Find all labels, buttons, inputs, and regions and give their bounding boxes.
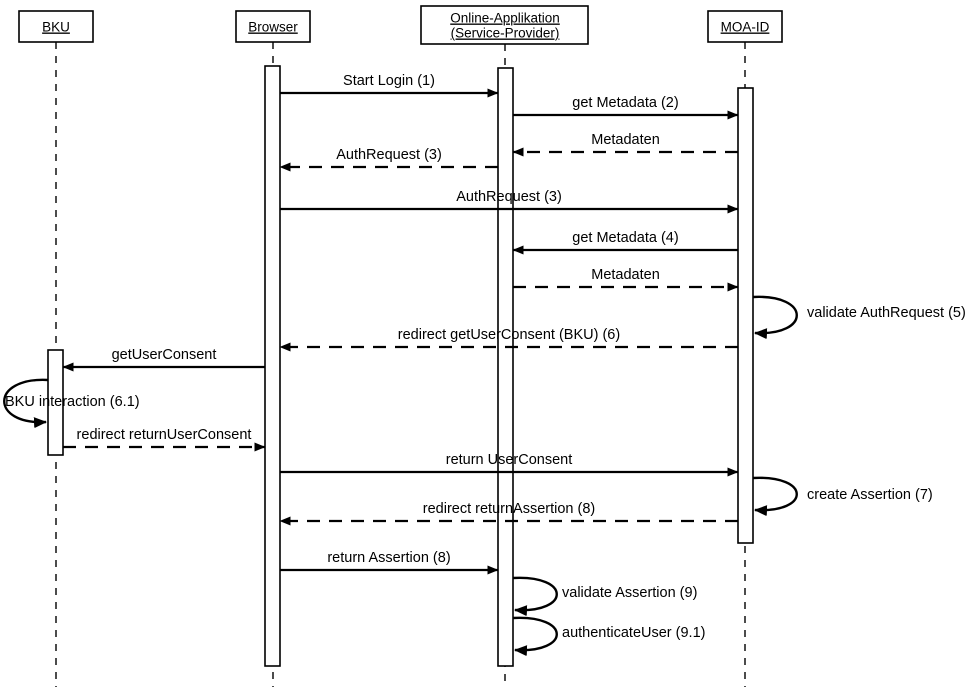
activation-bar-online-applikation-0[interactable] bbox=[497, 67, 514, 667]
self-message-arc-s3 bbox=[752, 476, 798, 517]
messages-layer: Start Login (1) get Metadata (2) Metadaten… bbox=[62, 73, 739, 575]
message-label-m9: getUserConsent bbox=[112, 347, 217, 363]
message-m8[interactable]: redirect getUserConsent (BKU) (6) bbox=[279, 327, 738, 352]
self-message-s3[interactable]: create Assertion (7) bbox=[752, 476, 933, 517]
message-label-m6: get Metadata (4) bbox=[572, 230, 678, 246]
lifeline-online-applikation[interactable]: Online-Applikation(Service-Provider) bbox=[420, 5, 589, 687]
self-message-arc-s4 bbox=[512, 576, 558, 617]
activation-bar-bku-0[interactable] bbox=[47, 349, 64, 456]
message-label-m3: Metadaten bbox=[591, 132, 660, 148]
message-label-m12: redirect returnAssertion (8) bbox=[423, 501, 595, 517]
message-m3[interactable]: Metadaten bbox=[512, 132, 738, 157]
lifeline-header-box-online-applikation[interactable] bbox=[420, 5, 589, 45]
message-label-m4: AuthRequest (3) bbox=[336, 147, 442, 163]
message-m1[interactable]: Start Login (1) bbox=[280, 73, 499, 98]
lifeline-header-box-bku[interactable] bbox=[18, 10, 94, 43]
message-label-m10: redirect returnUserConsent bbox=[77, 427, 252, 443]
self-message-label-s4: validate Assertion (9) bbox=[562, 585, 697, 601]
message-label-m8: redirect getUserConsent (BKU) (6) bbox=[398, 327, 620, 343]
message-m6[interactable]: get Metadata (4) bbox=[512, 230, 738, 255]
self-message-label-s3: create Assertion (7) bbox=[807, 487, 933, 503]
self-message-s1[interactable]: validate AuthRequest (5) bbox=[752, 295, 966, 340]
self-message-s5[interactable]: authenticateUser (9.1) bbox=[512, 616, 705, 657]
self-message-arc-s2 bbox=[3, 378, 49, 429]
message-m13[interactable]: return Assertion (8) bbox=[280, 550, 499, 575]
self-message-label-s5: authenticateUser (9.1) bbox=[562, 625, 705, 641]
self-message-s4[interactable]: validate Assertion (9) bbox=[512, 576, 697, 617]
lifeline-label-online-applikation: (Service-Provider) bbox=[451, 26, 560, 41]
message-m11[interactable]: return UserConsent bbox=[280, 452, 739, 477]
message-m5[interactable]: AuthRequest (3) bbox=[280, 189, 739, 214]
message-label-m2: get Metadata (2) bbox=[572, 95, 678, 111]
self-message-label-s1: validate AuthRequest (5) bbox=[807, 305, 966, 321]
self-messages-layer: validate AuthRequest (5) BKU interaction … bbox=[3, 295, 966, 657]
lifeline-header-box-moa-id[interactable] bbox=[707, 10, 783, 43]
lifeline-label-browser: Browser bbox=[248, 20, 298, 35]
message-m12[interactable]: redirect returnAssertion (8) bbox=[279, 501, 738, 526]
message-m7[interactable]: Metadaten bbox=[513, 267, 739, 292]
message-label-m13: return Assertion (8) bbox=[327, 550, 450, 566]
lifelines-layer: BKU Browser Online-Applikation(Service-Pro… bbox=[18, 5, 783, 687]
lifeline-label-moa-id: MOA-ID bbox=[721, 20, 770, 35]
self-message-arc-s1 bbox=[752, 295, 798, 340]
activation-bar-browser-0[interactable] bbox=[264, 65, 281, 667]
self-message-arc-s5 bbox=[512, 616, 558, 657]
lifeline-label-bku: BKU bbox=[42, 20, 70, 35]
activation-bar-moa-id-0[interactable] bbox=[737, 87, 754, 544]
message-m4[interactable]: AuthRequest (3) bbox=[279, 147, 498, 172]
message-label-m7: Metadaten bbox=[591, 267, 660, 283]
lifeline-moa-id[interactable]: MOA-ID bbox=[707, 10, 783, 687]
message-label-m1: Start Login (1) bbox=[343, 73, 435, 89]
self-message-s2[interactable]: BKU interaction (6.1) bbox=[3, 378, 140, 429]
lifeline-browser[interactable]: Browser bbox=[235, 10, 311, 687]
self-message-label-s2: BKU interaction (6.1) bbox=[5, 394, 140, 410]
lifeline-bku[interactable]: BKU bbox=[18, 10, 94, 687]
message-label-m5: AuthRequest (3) bbox=[456, 189, 562, 205]
message-label-m11: return UserConsent bbox=[446, 452, 573, 468]
lifeline-header-box-browser[interactable] bbox=[235, 10, 311, 43]
message-m2[interactable]: get Metadata (2) bbox=[513, 95, 739, 120]
lifeline-label-online-applikation: Online-Applikation bbox=[450, 11, 560, 26]
message-m10[interactable]: redirect returnUserConsent bbox=[63, 427, 266, 452]
message-m9[interactable]: getUserConsent bbox=[62, 347, 265, 372]
